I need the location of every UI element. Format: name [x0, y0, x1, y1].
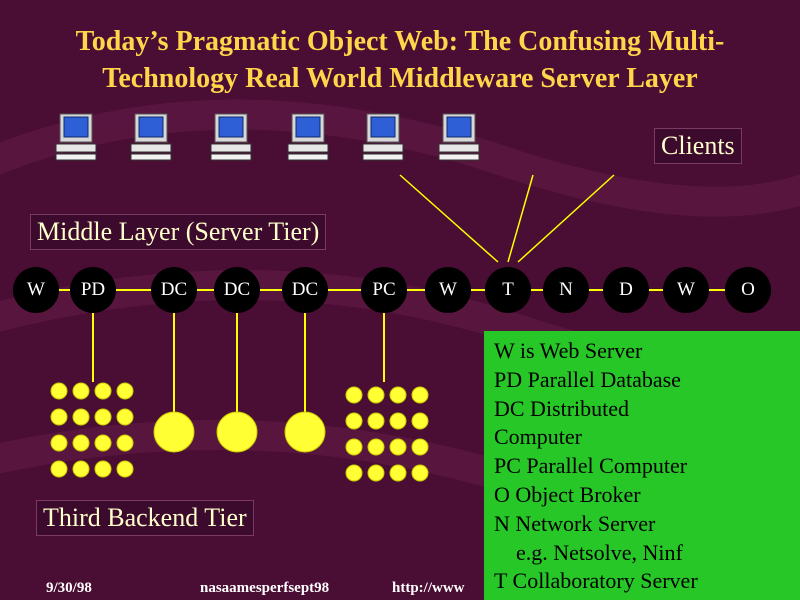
- parallel-db-node: [72, 408, 90, 426]
- parallel-db-node: [50, 460, 68, 478]
- footer-url: http://www: [392, 580, 465, 596]
- server-node-t: T: [485, 267, 531, 313]
- backend-dc-2: [216, 411, 258, 453]
- parallel-computer-node: [367, 412, 385, 430]
- parallel-db-node: [72, 460, 90, 478]
- parallel-db-node: [94, 434, 112, 452]
- server-node-pd: PD: [70, 267, 116, 313]
- parallel-db-node: [94, 460, 112, 478]
- parallel-computer-node: [411, 386, 429, 404]
- parallel-db-node: [116, 382, 134, 400]
- parallel-computer-node: [345, 412, 363, 430]
- parallel-computer-node: [389, 412, 407, 430]
- computer-icon: [287, 112, 331, 162]
- parallel-db-node: [50, 382, 68, 400]
- server-node-pc: PC: [361, 267, 407, 313]
- server-node-w: W: [663, 267, 709, 313]
- parallel-computer-node: [389, 438, 407, 456]
- parallel-computer-node: [345, 438, 363, 456]
- parallel-db-node: [116, 434, 134, 452]
- parallel-computer-node: [367, 438, 385, 456]
- parallel-computer-node: [367, 464, 385, 482]
- backend-pd-grid: [50, 382, 134, 478]
- legend-item: Computer: [494, 424, 582, 450]
- parallel-computer-node: [345, 386, 363, 404]
- parallel-computer-node: [389, 386, 407, 404]
- legend-item: e.g. Netsolve, Ninf: [494, 539, 683, 565]
- parallel-computer-node: [411, 412, 429, 430]
- legend-item: PC Parallel Computer: [494, 453, 688, 479]
- legend-item: T Collaboratory Server: [494, 568, 698, 594]
- legend-item: PD Parallel Database: [494, 366, 681, 392]
- backend-pc-grid: [345, 386, 429, 482]
- footer-filename: nasaamesperfsept98: [200, 580, 330, 596]
- computer-icon: [55, 112, 99, 162]
- parallel-computer-node: [367, 386, 385, 404]
- footer-date: 9/30/98: [46, 580, 92, 596]
- computer-icon: [210, 112, 254, 162]
- parallel-db-node: [72, 382, 90, 400]
- server-node-o: O: [725, 267, 771, 313]
- title-line-2: Technology Real World Middleware Server …: [102, 63, 698, 94]
- parallel-computer-node: [411, 464, 429, 482]
- parallel-db-node: [116, 408, 134, 426]
- parallel-db-node: [116, 460, 134, 478]
- middle-layer-label: Middle Layer (Server Tier): [30, 214, 327, 250]
- parallel-db-node: [72, 434, 90, 452]
- parallel-computer-node: [345, 464, 363, 482]
- parallel-db-node: [50, 408, 68, 426]
- parallel-db-node: [94, 408, 112, 426]
- backend-dc-1: [153, 411, 195, 453]
- backend-dc-3: [284, 411, 326, 453]
- legend-item: N Network Server: [494, 510, 656, 536]
- computer-icon: [438, 112, 482, 162]
- computer-icon: [130, 112, 174, 162]
- server-node-dc: DC: [151, 267, 197, 313]
- server-node-n: N: [543, 267, 589, 313]
- server-node-d: D: [603, 267, 649, 313]
- legend-item: W is Web Server: [494, 338, 643, 363]
- title-line-1: Today’s Pragmatic Object Web: The Confus…: [75, 26, 725, 57]
- parallel-computer-node: [411, 438, 429, 456]
- client-link-3: [517, 174, 615, 263]
- legend-item: O Object Broker: [494, 481, 641, 507]
- parallel-computer-node: [389, 464, 407, 482]
- server-node-dc: DC: [214, 267, 260, 313]
- server-node-w: W: [13, 267, 59, 313]
- clients-label: Clients: [654, 128, 742, 164]
- parallel-db-node: [50, 434, 68, 452]
- parallel-db-node: [94, 382, 112, 400]
- legend-item: DC Distributed: [494, 395, 630, 421]
- server-node-dc: DC: [282, 267, 328, 313]
- backend-label: Third Backend Tier: [36, 500, 254, 536]
- client-link-1: [399, 174, 499, 263]
- client-link-2: [507, 174, 534, 263]
- computer-icon: [362, 112, 406, 162]
- server-node-w: W: [425, 267, 471, 313]
- legend-box: W is Web Server PD Parallel Database DC …: [484, 331, 800, 600]
